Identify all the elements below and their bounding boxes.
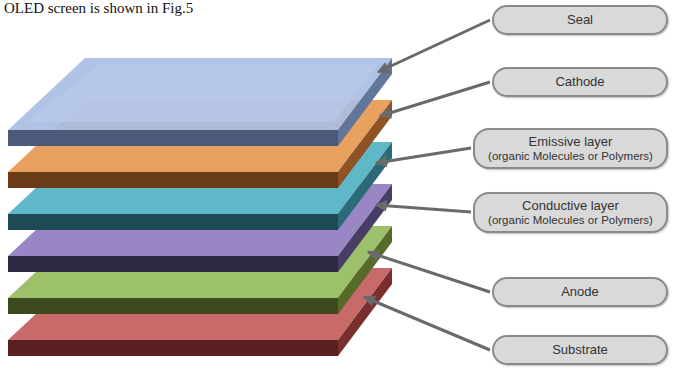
leader-arrow bbox=[380, 82, 490, 116]
layer-name: Substrate bbox=[506, 342, 654, 358]
layer-label-box: Anode bbox=[492, 277, 668, 307]
layer-label-box: Cathode bbox=[492, 67, 668, 97]
leader-arrow bbox=[378, 20, 490, 72]
layer-label-box: Conductive layer(organic Molecules or Po… bbox=[473, 192, 668, 233]
leader-arrow bbox=[376, 148, 471, 163]
layer-name: Cathode bbox=[506, 74, 654, 90]
leader-arrow bbox=[376, 205, 471, 212]
layer-label-box: Substrate bbox=[492, 335, 668, 365]
layer-name: Seal bbox=[506, 12, 654, 28]
layer-label-box: Emissive layer(organic Molecules or Poly… bbox=[473, 128, 668, 169]
layer-label-box: Seal bbox=[492, 5, 668, 35]
leader-arrow bbox=[364, 297, 490, 350]
layer-material-note: (organic Molecules or Polymers) bbox=[487, 150, 654, 163]
layer-name: Emissive layer bbox=[487, 134, 654, 150]
seal-layer bbox=[8, 58, 392, 146]
leader-arrow bbox=[368, 252, 490, 292]
layer-material-note: (organic Molecules or Polymers) bbox=[487, 214, 654, 227]
layer-name: Conductive layer bbox=[487, 198, 654, 214]
layer-name: Anode bbox=[506, 284, 654, 300]
figure-caption-text: OLED screen is shown in Fig.5 bbox=[4, 0, 193, 17]
